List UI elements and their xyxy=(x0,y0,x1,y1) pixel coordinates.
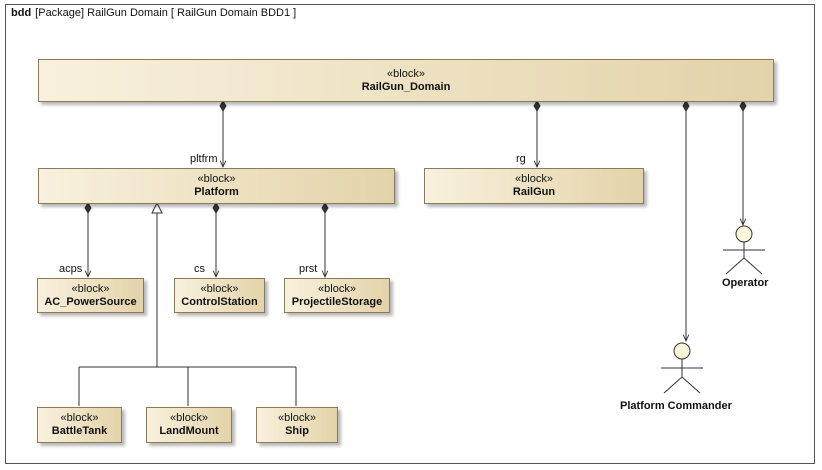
block-name: LandMount xyxy=(159,425,219,437)
generalization-platform[interactable] xyxy=(78,201,297,406)
generalization-triangle-icon xyxy=(151,201,163,214)
role-rg: rg xyxy=(516,153,526,165)
stereotype-label: «block» xyxy=(197,173,236,185)
role-acps: acps xyxy=(59,263,83,275)
role-prst: prst xyxy=(299,263,318,275)
role-pltfrm: pltfrm xyxy=(190,153,218,165)
diamond-icon xyxy=(533,100,541,112)
diamond-icon xyxy=(321,202,329,214)
stereotype-label: «block» xyxy=(200,282,239,295)
operator-actor-icon[interactable] xyxy=(723,225,765,275)
diamond-icon xyxy=(219,100,227,112)
block-name: ProjectileStorage xyxy=(291,295,383,308)
block-railgun[interactable]: «block» RailGun xyxy=(424,168,644,204)
block-ac-powersource[interactable]: «block» AC_PowerSource xyxy=(37,278,144,313)
actor-operator-label: Operator xyxy=(722,277,769,289)
block-name: RailGun_Domain xyxy=(361,80,451,93)
block-landmount[interactable]: «block» LandMount xyxy=(146,407,232,443)
composition-domain-platform[interactable] xyxy=(219,100,227,167)
diamond-icon xyxy=(84,202,92,214)
role-cs: cs xyxy=(194,263,205,275)
stereotype-label: «block» xyxy=(515,173,553,185)
composition-domain-operator[interactable] xyxy=(739,100,747,225)
block-projectilestorage[interactable]: «block» ProjectileStorage xyxy=(284,278,390,313)
diagram-title: [Package] RailGun Domain [ RailGun Domai… xyxy=(35,7,297,19)
composition-domain-commander[interactable] xyxy=(682,100,690,341)
block-railgun-domain[interactable]: «block» RailGun_Domain xyxy=(38,59,774,102)
composition-platform-cs[interactable] xyxy=(212,202,220,277)
block-name: AC_PowerSource xyxy=(44,295,137,308)
stereotype-label: «block» xyxy=(387,67,425,80)
composition-domain-railgun[interactable] xyxy=(533,100,541,167)
block-name: Platform xyxy=(194,186,239,198)
stereotype-label: «block» xyxy=(318,282,356,295)
composition-platform-acps[interactable] xyxy=(84,202,92,277)
stereotype-label: «block» xyxy=(170,412,208,424)
block-name: BattleTank xyxy=(51,425,108,437)
diamond-icon xyxy=(739,100,747,112)
actor-commander-label: Platform Commander xyxy=(620,400,732,412)
composition-platform-prst[interactable] xyxy=(321,202,329,277)
diamond-icon xyxy=(682,100,690,112)
block-ship[interactable]: «block» Ship xyxy=(256,407,338,443)
stereotype-label: «block» xyxy=(60,412,99,424)
block-name: Ship xyxy=(285,425,309,437)
block-platform[interactable]: «block» Platform xyxy=(38,168,395,204)
diamond-icon xyxy=(212,202,220,214)
stereotype-label: «block» xyxy=(278,412,316,424)
block-name: ControlStation xyxy=(181,295,258,308)
diagram-kind: bdd xyxy=(11,7,32,19)
commander-actor-icon[interactable] xyxy=(661,342,703,394)
block-name: RailGun xyxy=(512,186,556,198)
block-battletank[interactable]: «block» BattleTank xyxy=(37,407,122,443)
frame-header: bdd [Package] RailGun Domain [ RailGun D… xyxy=(5,4,302,22)
diagram-frame xyxy=(5,4,815,464)
block-controlstation[interactable]: «block» ControlStation xyxy=(174,278,265,313)
stereotype-label: «block» xyxy=(71,282,110,295)
